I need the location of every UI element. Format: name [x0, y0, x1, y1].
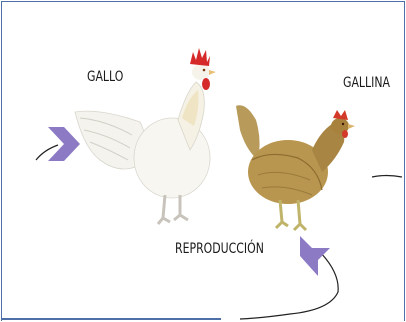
reproduction-label: REPRODUCCIÓN: [175, 241, 264, 257]
cycle-line-right: [372, 176, 402, 178]
hen-label: GALLINA: [343, 75, 390, 91]
hen-illustration-icon: [236, 105, 355, 230]
arrow-chevron-left-icon: [48, 127, 80, 161]
rooster-label: GALLO: [87, 69, 123, 85]
cycle-line-bottom: [240, 250, 338, 319]
arrow-chevron-bottom-icon: [300, 236, 330, 276]
